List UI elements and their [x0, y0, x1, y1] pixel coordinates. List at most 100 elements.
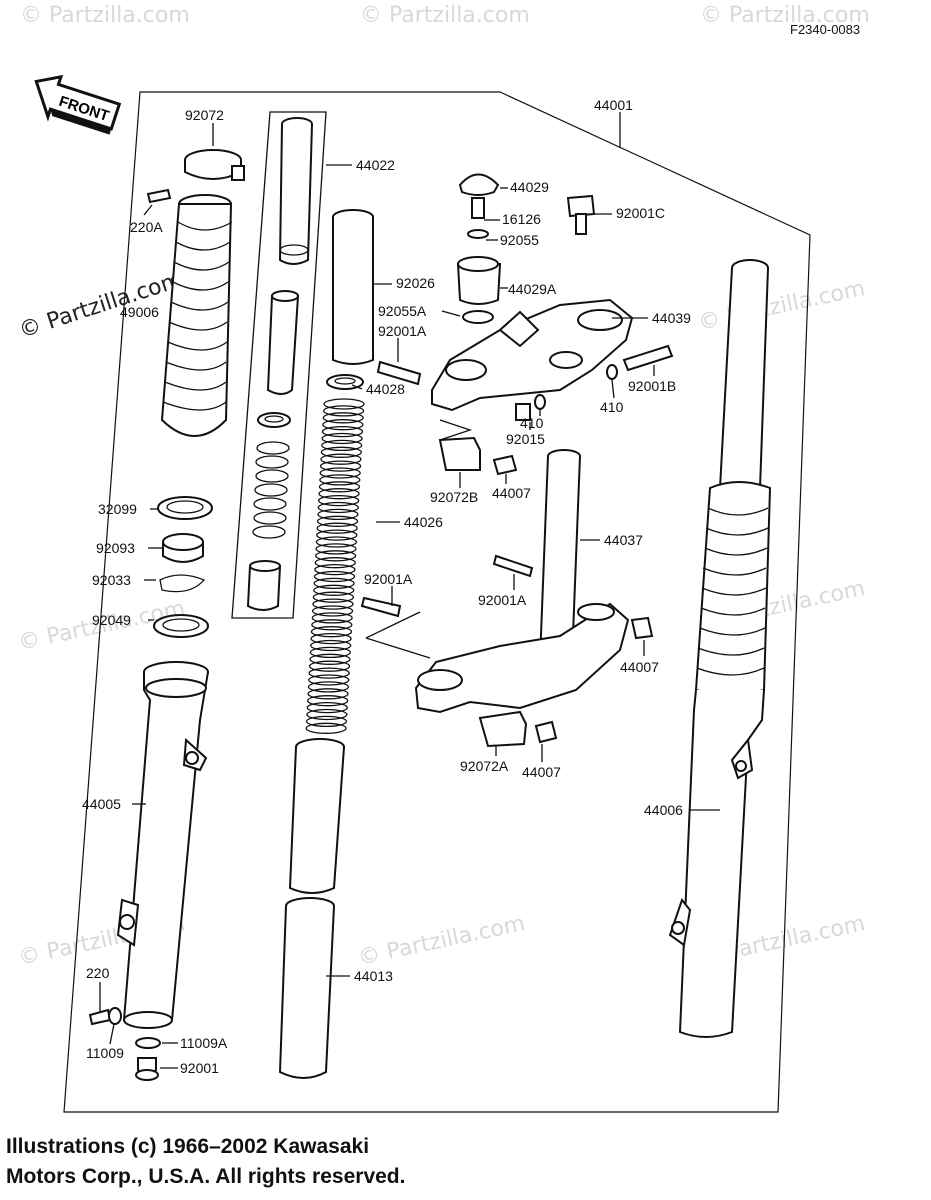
- spring-coil: [320, 453, 362, 465]
- top-bracket-assembly: [376, 173, 674, 476]
- label-92055A: 92055A: [378, 303, 427, 319]
- spring-coil: [306, 708, 348, 721]
- label-44022: 44022: [356, 157, 395, 173]
- spring-coil: [305, 715, 348, 728]
- spring-coil: [310, 639, 352, 652]
- copyright-notice: Illustrations (c) 1966–2002 Kawasaki Mot…: [6, 1132, 405, 1192]
- spring-coil: [316, 529, 358, 541]
- label-11009A: 11009A: [180, 1035, 228, 1051]
- spring-coil: [313, 577, 355, 590]
- spring-coil: [316, 522, 358, 534]
- spring-coil: [307, 695, 349, 707]
- label-44039: 44039: [652, 310, 691, 326]
- label-92049: 92049: [92, 612, 131, 628]
- leader-lines: [99, 112, 720, 1069]
- label-16126: 16126: [502, 211, 541, 227]
- label-44007-b: 44007: [620, 659, 659, 675]
- spring-coil: [305, 722, 347, 734]
- spring-coil: [307, 681, 350, 693]
- spring-coil: [311, 605, 354, 617]
- label-92055: 92055: [500, 232, 539, 248]
- label-92093: 92093: [96, 540, 135, 556]
- spring-coil: [313, 570, 356, 583]
- front-arrow-icon: FRONT: [34, 74, 122, 135]
- label-92072B: 92072B: [430, 489, 478, 505]
- spring-coil: [306, 701, 348, 714]
- spring-coil: [318, 488, 360, 500]
- label-44029A: 44029A: [508, 281, 557, 297]
- spring-coil: [323, 398, 365, 410]
- watermark: © Partzilla.com: [696, 276, 867, 336]
- spring-coil: [311, 612, 353, 624]
- spring-coil: [319, 467, 361, 479]
- spring-coil: [321, 432, 363, 445]
- spring-coil: [308, 667, 350, 679]
- cartridge-box: [231, 111, 327, 619]
- label-92001A-top: 92001A: [378, 323, 427, 339]
- spring-coil: [314, 550, 357, 562]
- label-44028: 44028: [366, 381, 405, 397]
- assembly-outline: [63, 91, 811, 1113]
- fork-spring: [305, 398, 365, 734]
- spring-coil: [316, 515, 359, 527]
- label-49006: 49006: [120, 304, 159, 320]
- spring-coil: [312, 598, 354, 610]
- spring-coil: [315, 536, 358, 548]
- label-44001: 44001: [594, 97, 633, 113]
- spring-coil: [322, 405, 365, 417]
- part-labels: 92072 44022 44001 220A 49006 44029 16126…: [82, 97, 691, 1076]
- label-92001B: 92001B: [628, 378, 676, 394]
- spring-coil: [318, 494, 360, 507]
- label-220A: 220A: [130, 219, 163, 235]
- spring-coil: [314, 563, 356, 576]
- dust-boot: [160, 194, 233, 437]
- watermark: © Partzilla.com: [700, 3, 870, 28]
- watermark: © Partzilla.com: [20, 3, 190, 28]
- left-fork-assembly: [88, 149, 245, 1081]
- label-44006: 44006: [644, 802, 683, 818]
- spring-coil: [309, 646, 351, 659]
- spring-coil: [310, 632, 352, 645]
- label-44007-c: 44007: [522, 764, 561, 780]
- spring-coil: [321, 439, 363, 452]
- label-220: 220: [86, 965, 110, 981]
- label-44005: 44005: [82, 796, 121, 812]
- lower-bracket-assembly: [360, 449, 654, 748]
- spring-coil: [321, 425, 364, 438]
- spring-coil: [310, 626, 353, 638]
- spring-coil: [320, 446, 362, 458]
- watermark: © Partzilla.com: [360, 3, 530, 28]
- label-92026: 92026: [396, 275, 435, 291]
- spring-coil: [318, 481, 361, 493]
- label-92033: 92033: [92, 572, 131, 588]
- label-44026: 44026: [404, 514, 443, 530]
- label-44007-a: 44007: [492, 485, 531, 501]
- diagram-code: F2340-0083: [790, 22, 861, 37]
- spring-coil: [307, 688, 349, 700]
- label-44037: 44037: [604, 532, 643, 548]
- spring-coil: [322, 412, 364, 424]
- spring-coil: [319, 474, 361, 486]
- spring-coil: [308, 674, 350, 686]
- copyright-line-2: Motors Corp., U.S.A. All rights reserved…: [6, 1165, 406, 1188]
- label-44013: 44013: [354, 968, 393, 984]
- label-32099: 32099: [98, 501, 137, 517]
- label-92015: 92015: [506, 431, 545, 447]
- label-92001: 92001: [180, 1060, 219, 1076]
- label-92001C: 92001C: [616, 205, 665, 221]
- spring-coil: [311, 619, 353, 631]
- spring-coil: [317, 501, 359, 514]
- label-44029: 44029: [510, 179, 549, 195]
- label-92072A: 92072A: [460, 758, 509, 774]
- watermark: © Partzilla.com: [356, 911, 527, 971]
- spring-coil: [314, 557, 356, 569]
- center-parts: [278, 209, 374, 1079]
- spring-coil: [317, 508, 359, 521]
- label-92001A-low: 92001A: [478, 592, 527, 608]
- spring-coil: [313, 584, 355, 596]
- spring-coil: [312, 591, 355, 603]
- label-410-a: 410: [600, 399, 624, 415]
- label-92072: 92072: [185, 107, 224, 123]
- label-11009: 11009: [86, 1045, 124, 1061]
